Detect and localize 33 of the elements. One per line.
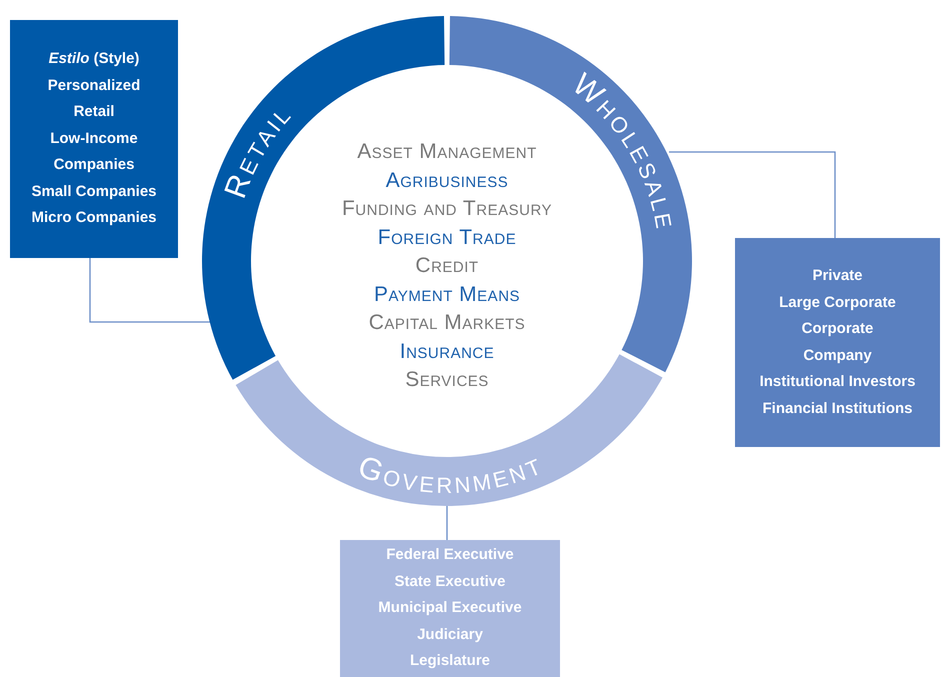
segment-item: Small Companies: [31, 182, 157, 202]
business-line-label: Credit: [414, 253, 480, 279]
category-box: [10, 20, 178, 258]
segment-item: Federal Executive: [386, 545, 514, 566]
segment-item: Personalized: [48, 76, 140, 96]
segment-item: Judiciary: [417, 624, 483, 645]
segment-item: Institutional Investors: [760, 372, 916, 392]
business-line-label: Asset Management: [356, 139, 538, 165]
leader-line: [446, 506, 448, 540]
segment-item: Estilo (Style): [48, 49, 140, 70]
business-line-label: Agribusiness: [384, 168, 510, 194]
segment-item: Private: [812, 266, 863, 286]
segment-item: Municipal Executive: [378, 598, 522, 618]
business-line-label: Insurance: [398, 338, 496, 364]
segment-item: Legislature: [410, 651, 490, 672]
segment-item: Corporate: [802, 319, 874, 339]
segment-item: Low-Income Companies: [49, 128, 139, 176]
segment-item: Financial Institutions: [762, 398, 912, 418]
category-box: [735, 238, 940, 447]
business-line-label: Capital Markets: [368, 310, 526, 336]
segment-item: Large Corporate: [779, 292, 896, 312]
business-line-label: Payment Means: [372, 282, 522, 308]
segment-item: State Executive: [394, 572, 506, 592]
segment-item: Company: [803, 346, 872, 366]
leader-line: [89, 258, 212, 323]
category-box: [340, 540, 560, 677]
segment-item: Retail: [74, 102, 114, 122]
segment-item: Micro Companies: [31, 208, 157, 228]
business-line-label: Funding and Treasury: [340, 196, 554, 222]
business-line-label: Services: [404, 367, 490, 393]
segment-label: Government: [354, 446, 548, 500]
business-line-label: Foreign Trade: [376, 224, 518, 250]
leader-line: [669, 151, 836, 238]
